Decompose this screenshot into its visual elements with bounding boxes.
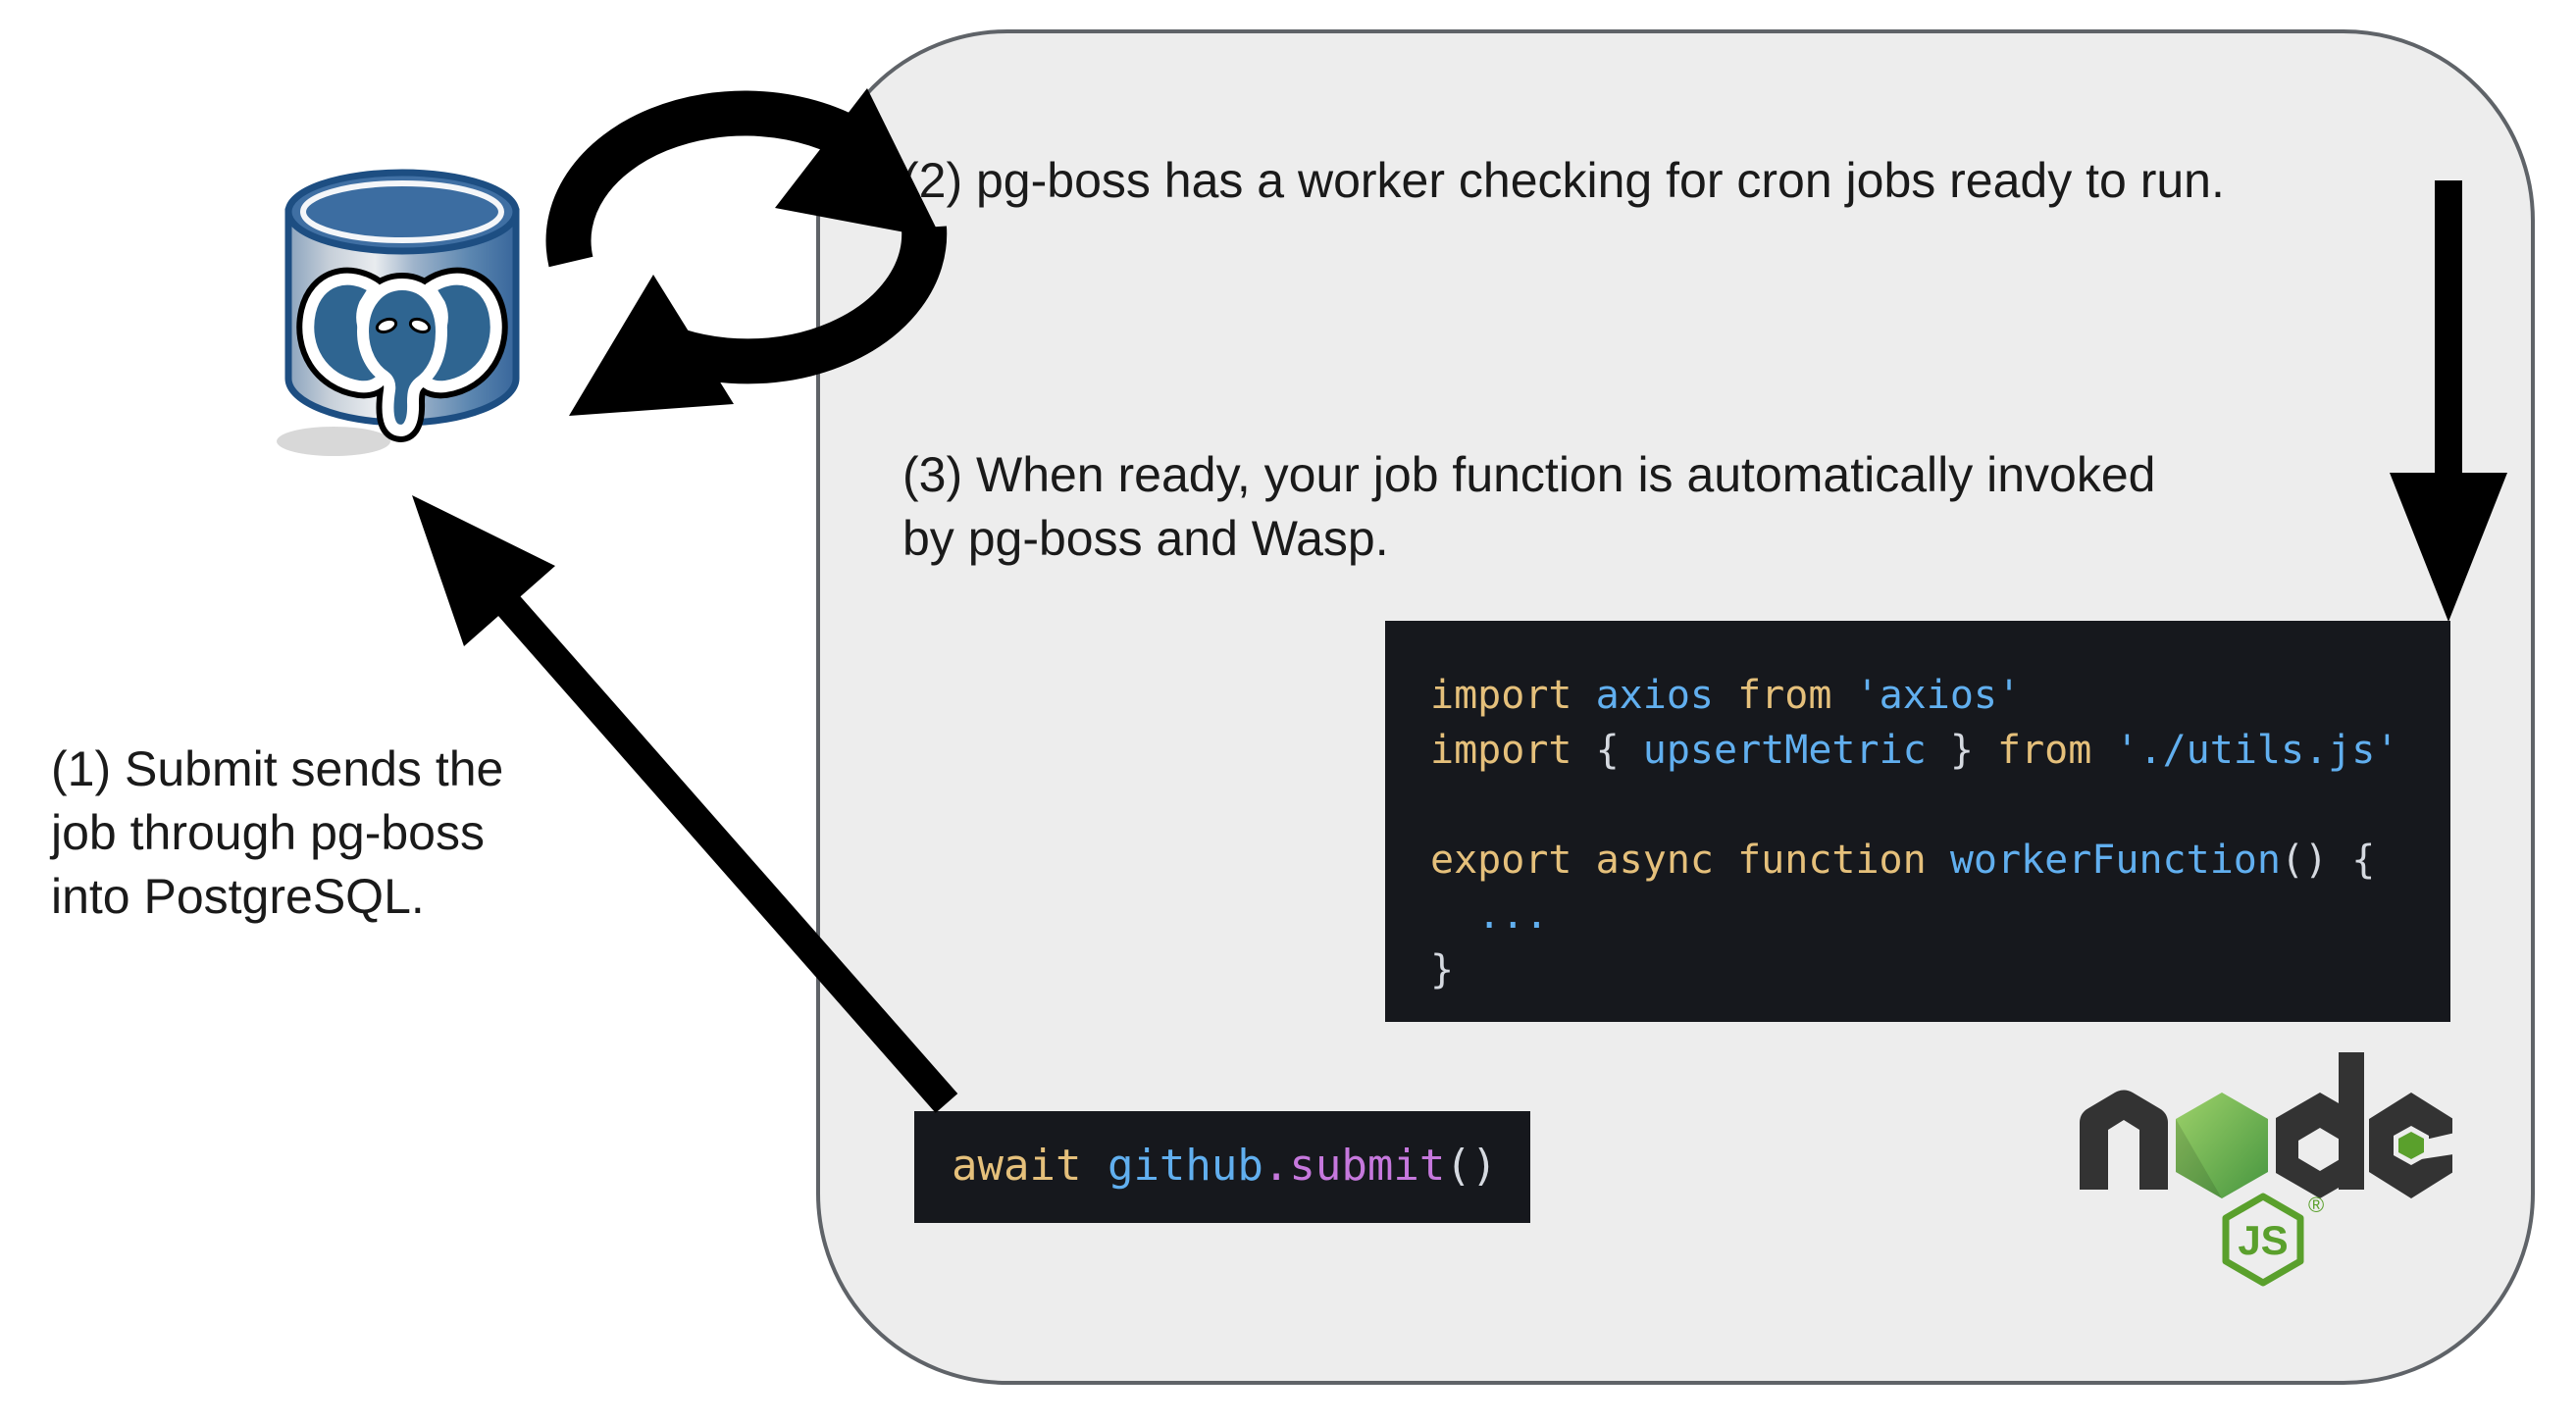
cycle-bottom-arrowhead	[569, 275, 734, 416]
node-letter-d-stem	[2339, 1052, 2364, 1190]
node-hexagon-o	[2176, 1093, 2268, 1198]
registered-trademark: ®	[2308, 1193, 2324, 1217]
worker-code-block: import axios from 'axios' import { upser…	[1385, 621, 2450, 1022]
step1-label: (1) Submit sends the job through pg-boss…	[51, 737, 503, 929]
submit-code-block: await github.submit()	[914, 1111, 1530, 1223]
submit-arrow-head	[412, 495, 555, 646]
submit-arrow-shaft	[491, 589, 958, 1113]
js-label: JS	[2238, 1217, 2288, 1263]
elephant-tusk	[420, 375, 455, 391]
node-letter-n	[2080, 1090, 2168, 1190]
cycle-top-arc	[545, 90, 873, 268]
elephant-right-eye	[408, 317, 432, 334]
step1-line1: (1) Submit sends the	[51, 741, 504, 796]
js-hexagon-badge	[2222, 1193, 2304, 1287]
step3-line2: by pg-boss and Wasp.	[902, 511, 1389, 566]
step3-line1: (3) When ready, your job function is aut…	[902, 447, 2156, 502]
down-arrow-shaft	[2435, 180, 2462, 477]
code-line	[1430, 778, 2450, 833]
cycle-bottom-arc	[647, 226, 948, 384]
step2-label: (2) pg-boss has a worker checking for cr…	[902, 149, 2225, 213]
down-arrow-head	[2390, 473, 2507, 622]
cylinder-top-rim	[300, 180, 504, 243]
step3-label: (3) When ready, your job function is aut…	[902, 443, 2155, 571]
step1-line2: job through pg-boss	[51, 805, 485, 860]
node-letter-e	[2369, 1093, 2452, 1198]
code-line: import axios from 'axios'	[1430, 673, 2022, 718]
elephant-left-eye	[375, 317, 398, 334]
code-line: }	[1430, 947, 1455, 992]
nodejs-logo: JS ®	[2080, 1052, 2452, 1287]
icon-shadow	[277, 427, 390, 456]
down-arrow-icon	[2390, 180, 2507, 622]
node-letter-e-hexagon	[2398, 1132, 2424, 1159]
code-line: export async function workerFunction() {	[1430, 838, 2376, 883]
code-line: await github.submit()	[952, 1141, 1498, 1191]
sync-cycle-icon	[545, 88, 948, 416]
step1-line3: into PostgreSQL.	[51, 869, 425, 924]
postgresql-database-icon	[277, 169, 520, 456]
code-line: ...	[1430, 892, 1549, 938]
submit-arrow-icon	[412, 495, 958, 1113]
cycle-top-arrowhead	[775, 88, 942, 239]
code-line: import { upsertMetric } from './utils.js…	[1430, 728, 2399, 773]
step2-text: (2) pg-boss has a worker checking for cr…	[902, 153, 2225, 208]
node-hexagon-facet	[2176, 1119, 2222, 1198]
